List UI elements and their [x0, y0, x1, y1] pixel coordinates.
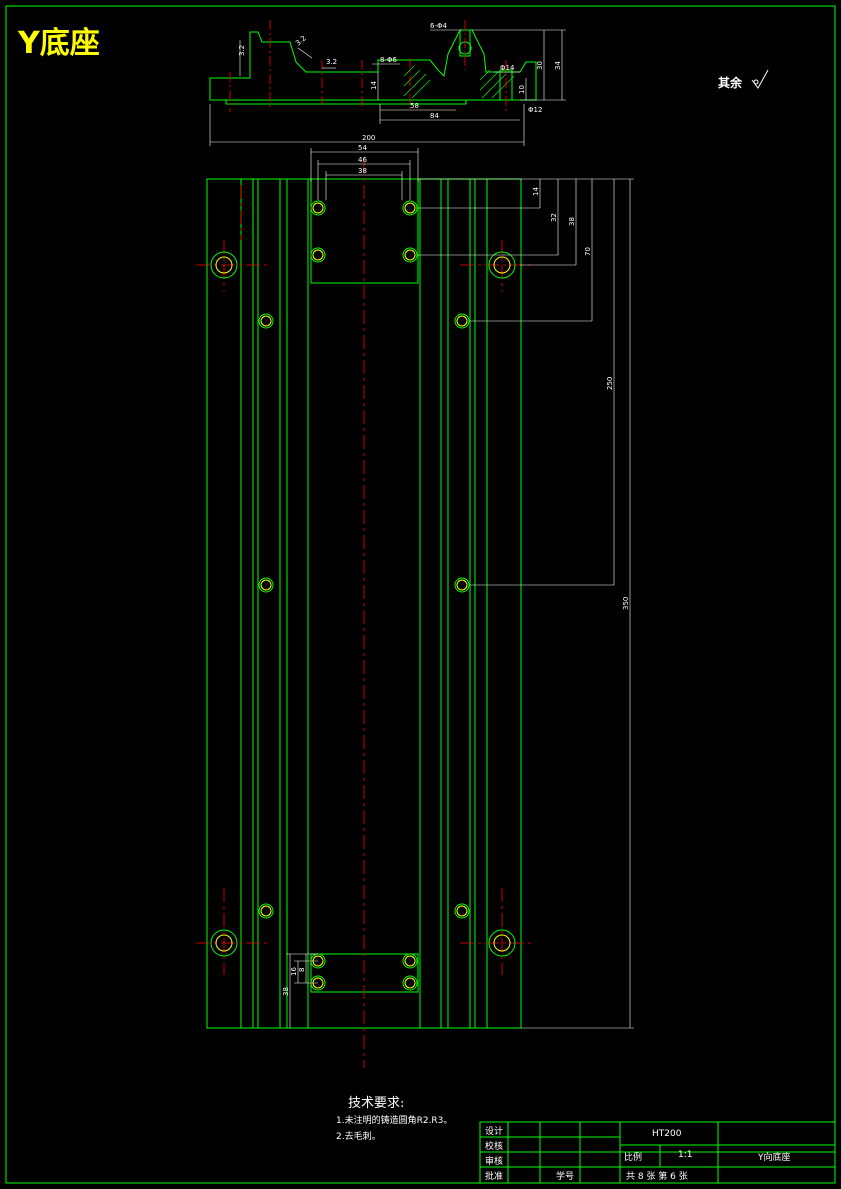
section-centerlines — [229, 20, 507, 112]
tb-design-label: 设计 — [485, 1127, 504, 1137]
dim-d14: Φ14 — [500, 64, 515, 72]
tech-requirement-item: 1.未注明的铸造圆角R2.R3。 — [336, 1116, 453, 1126]
dim-v14: 14 — [532, 187, 540, 196]
dim-h14: 14 — [370, 81, 378, 90]
section-dim-text: 3.2 3.2 3.2 6-Φ4 8-Φ6 Φ14 Φ12 14 30 34 1… — [238, 22, 562, 142]
dim-v350: 350 — [622, 597, 630, 610]
dim-d12: Φ12 — [528, 106, 542, 114]
dim-w200: 200 — [362, 134, 375, 142]
tb-scale-label: 比例 — [624, 1153, 643, 1163]
dim-w38: 38 — [358, 167, 367, 175]
dim-b8: 8 — [298, 968, 306, 972]
title-block — [479, 1121, 836, 1184]
dim-angle-b: 3.2 — [294, 34, 308, 47]
tb-sheets: 共 8 张 第 6 张 — [626, 1172, 688, 1182]
tb-scale-value: 1:1 — [678, 1150, 693, 1160]
dim-w46: 46 — [358, 156, 367, 164]
plan-centerlines — [196, 160, 532, 1068]
tb-part-name: Y向底座 — [758, 1153, 791, 1163]
plan-view — [206, 178, 522, 1029]
plan-dimensions — [286, 148, 634, 1029]
tb-check-label: 校核 — [485, 1142, 504, 1152]
dim-h30: 30 — [536, 61, 544, 70]
roughness-note: 其余 — [718, 76, 743, 90]
tb-approve-label: 批准 — [485, 1172, 504, 1182]
dim-v70: 70 — [584, 247, 592, 256]
dim-v38: 38 — [568, 217, 576, 226]
tb-material: HT200 — [652, 1129, 682, 1139]
section-view — [209, 29, 537, 105]
sheet-border — [5, 5, 836, 1184]
roughness-symbol — [751, 69, 769, 89]
dim-w84: 84 — [430, 112, 439, 120]
dim-w54: 54 — [358, 144, 367, 152]
dim-v32: 32 — [550, 213, 558, 222]
dim-v250: 250 — [606, 377, 614, 390]
section-dimensions — [209, 29, 566, 146]
tb-sign-label: 学号 — [556, 1172, 575, 1182]
dim-hole-6: 6-Φ4 — [430, 22, 447, 30]
tech-requirement-item: 2.去毛刺。 — [336, 1132, 381, 1142]
plan-holes — [210, 200, 516, 991]
tech-requirements-heading: 技术要求: — [348, 1096, 405, 1111]
dim-b38: 38 — [282, 987, 290, 996]
dim-b16: 16 — [290, 967, 298, 976]
dim-h34: 34 — [554, 61, 562, 70]
drawing-title: Y底座 — [18, 26, 100, 61]
plan-dim-text: 54 46 38 14 32 38 70 250 350 8 16 38 — [282, 144, 630, 996]
tb-review-label: 审核 — [485, 1157, 504, 1167]
dim-angle-a: 3.2 — [238, 45, 246, 56]
dim-hole-8: 8-Φ6 — [380, 56, 397, 64]
dim-w58: 58 — [410, 102, 419, 110]
dim-angle-c: 3.2 — [326, 58, 337, 66]
dim-h10: 10 — [518, 85, 526, 94]
